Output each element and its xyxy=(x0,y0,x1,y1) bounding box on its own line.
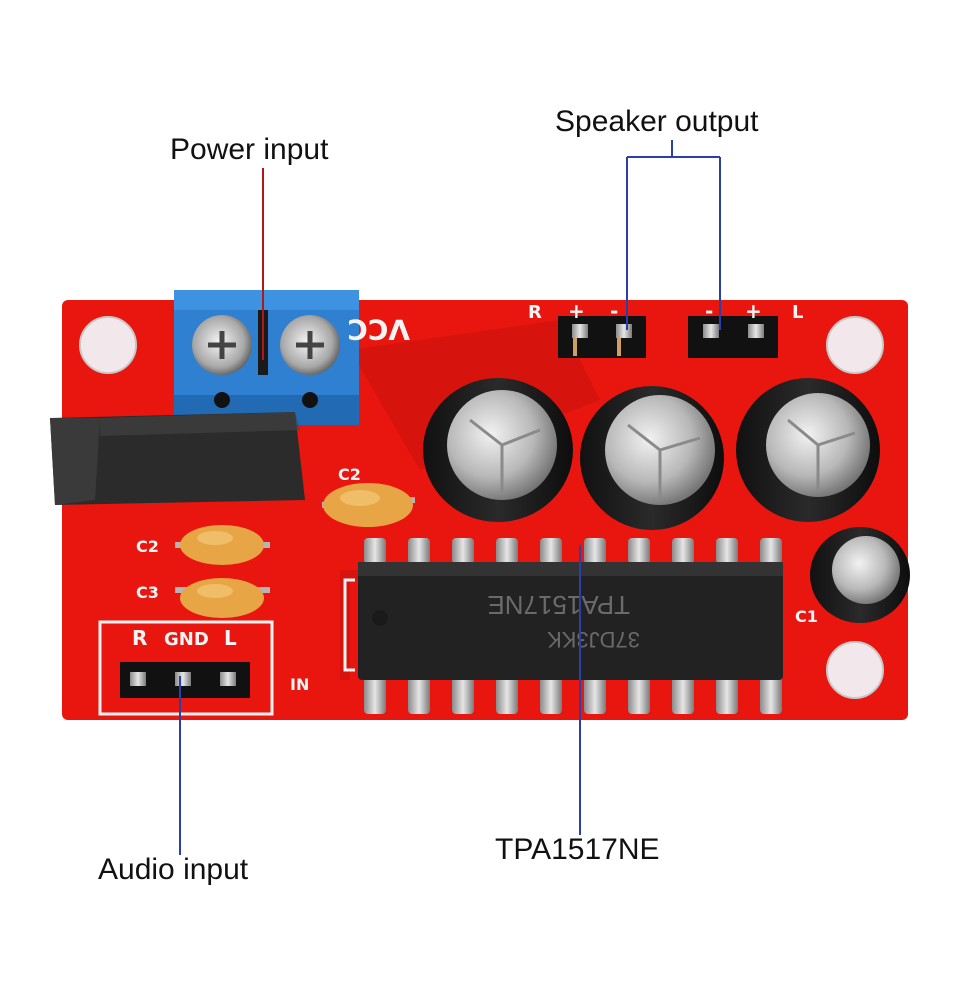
electrolytic-capacitor xyxy=(736,378,880,522)
ic-pin xyxy=(584,538,606,564)
ic-pin xyxy=(584,676,606,714)
electrolytic-capacitor xyxy=(423,378,573,522)
electrolytic-capacitor xyxy=(580,386,724,530)
audio-input-header xyxy=(120,662,250,698)
in-r-label: R xyxy=(132,626,147,650)
ic-pin xyxy=(672,676,694,714)
ceramic-capacitor-c2 xyxy=(175,525,270,565)
ic-pin xyxy=(364,538,386,564)
ic-pin xyxy=(672,538,694,564)
tpa1517ne-chip xyxy=(358,562,783,680)
ic-pin xyxy=(540,676,562,714)
c2-label: C2 xyxy=(136,537,159,556)
l-minus-label: - xyxy=(705,299,713,323)
c2-top-label: C2 xyxy=(338,465,361,484)
in-label: IN xyxy=(290,675,309,694)
ic-pin xyxy=(716,538,738,564)
r-output-label: R xyxy=(528,302,542,323)
in-gnd-label: GND xyxy=(164,629,209,650)
speaker-output-leader xyxy=(626,140,721,330)
ic-pin xyxy=(452,676,474,714)
in-l-label: L xyxy=(224,626,237,650)
ic-pin xyxy=(540,538,562,564)
ic-pin xyxy=(628,538,650,564)
chip-callout: TPA1517NE xyxy=(495,833,660,866)
ic-pin xyxy=(496,676,518,714)
ceramic-capacitor-c3 xyxy=(175,578,270,618)
ic-pin xyxy=(452,538,474,564)
audio-input-callout: Audio input xyxy=(98,853,249,886)
ceramic-capacitor-c2-top xyxy=(321,483,416,527)
power-terminal-block xyxy=(174,290,359,425)
r-minus-label: - xyxy=(610,299,618,323)
l-output-label: L xyxy=(792,302,803,323)
chip-marking-line1: TPA1517NE xyxy=(487,590,630,620)
in-silkscreen-box xyxy=(98,620,274,716)
mounting-hole xyxy=(827,317,883,373)
ic-pin xyxy=(760,538,782,564)
ic-pin xyxy=(628,676,650,714)
mounting-hole xyxy=(80,317,136,373)
mounting-hole xyxy=(827,642,883,698)
speaker-output-header-left xyxy=(688,316,778,358)
chip-marking-line2: 37DJ3KK xyxy=(547,627,640,652)
ic-pin xyxy=(408,676,430,714)
power-input-callout: Power input xyxy=(170,133,329,166)
ic-pin xyxy=(496,538,518,564)
ic-pin xyxy=(716,676,738,714)
electrolytic-capacitor-c1 xyxy=(810,527,910,623)
l-plus-label: + xyxy=(745,299,762,323)
vcc-label: VCC xyxy=(347,313,410,346)
ic-pins xyxy=(364,538,782,714)
ic-pin xyxy=(760,676,782,714)
r-plus-label: + xyxy=(568,299,585,323)
speaker-output-callout: Speaker output xyxy=(555,105,759,138)
ic-pin xyxy=(408,538,430,564)
c3-label: C3 xyxy=(136,583,159,602)
inductor-block xyxy=(50,412,305,505)
ic-pin xyxy=(364,676,386,714)
c1-label: C1 xyxy=(795,607,818,626)
